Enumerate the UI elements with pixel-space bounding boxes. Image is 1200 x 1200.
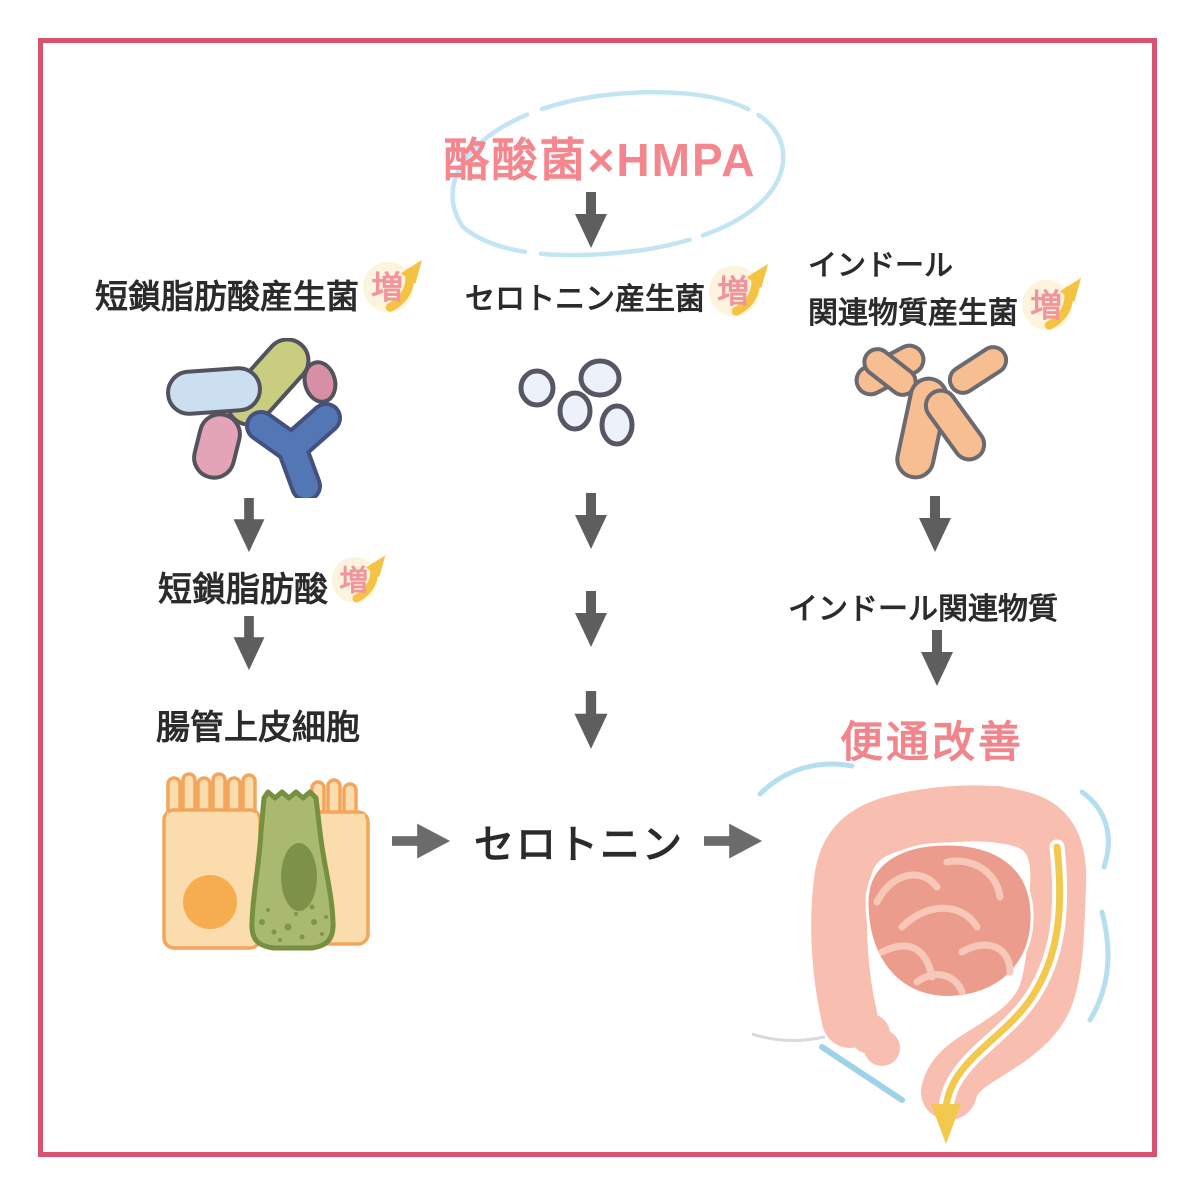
scfa-bacteria-illustration [166, 338, 342, 498]
serotonin-label: セロトニン [474, 823, 684, 867]
down-arrow-icon [233, 498, 265, 553]
page-title: 酪酸菌×HMPA [443, 134, 757, 186]
indole-metabolite-label: インドール関連物質 [788, 593, 1058, 626]
down-arrow-icon [233, 616, 265, 671]
right-arrow-icon [704, 823, 763, 859]
intestine-illustration [752, 761, 1111, 1144]
increase-badge-icon: 増 [1021, 277, 1082, 331]
down-arrow-icon [575, 192, 607, 248]
scfa-metabolite-row: 短鎖脂肪酸 増 [158, 555, 388, 611]
indole-header-line2: 関連物質産生菌 [808, 297, 1018, 330]
scfa-header-label: 短鎖脂肪酸産生菌 [95, 278, 359, 315]
down-arrow-icon [921, 630, 953, 686]
down-arrow-icon [574, 691, 608, 749]
poster-frame [38, 38, 1157, 1157]
increase-badge-icon: 増 [708, 263, 769, 317]
serotonin-header-label: セロトニン産生菌 [465, 283, 705, 316]
title-highlight-ellipse-icon [450, 89, 786, 258]
outcome-label: 便通改善 [840, 719, 1024, 767]
right-arrow-icon [392, 823, 451, 859]
increase-label: 増 [717, 274, 749, 310]
increase-badge-icon: 増 [362, 259, 423, 313]
down-arrow-icon [575, 591, 607, 647]
down-arrow-icon [919, 496, 951, 552]
serotonin-bacteria-illustration [518, 358, 635, 447]
epithelial-cells-label: 腸管上皮細胞 [156, 709, 360, 747]
indole-column-header: インドール 関連物質産生菌 増 [808, 242, 1084, 334]
increase-label: 増 [371, 270, 403, 306]
increase-label: 増 [1030, 288, 1062, 324]
indole-header-line1: インドール [808, 250, 954, 282]
down-arrow-icon [575, 493, 607, 549]
increase-badge-icon: 増 [331, 555, 386, 603]
scfa-column-header: 短鎖脂肪酸産生菌 増 [95, 259, 425, 318]
serotonin-column-header: セロトニン産生菌 増 [465, 263, 771, 320]
epithelial-cells-illustration [162, 772, 370, 951]
serotonin-output-row: セロトニン [392, 812, 766, 870]
indole-bacteria-illustration [854, 343, 1009, 480]
scfa-metabolite-label: 短鎖脂肪酸 [158, 571, 328, 609]
increase-label: 増 [339, 564, 368, 597]
